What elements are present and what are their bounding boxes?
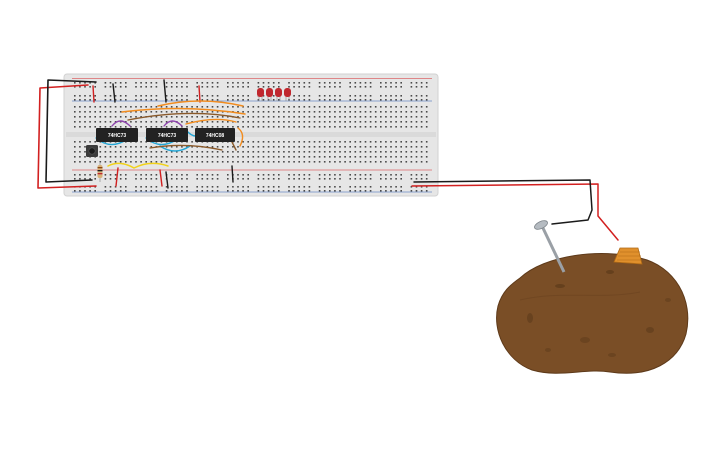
wire-orange-arc-1[interactable]	[157, 100, 244, 107]
wire-brown-arc[interactable]	[127, 112, 241, 121]
wire-red-to-copper[interactable]	[411, 183, 619, 241]
ic-chips: 74HC73 74HC73 74HC08	[96, 128, 235, 142]
wire-red-bottom[interactable]	[115, 167, 119, 187]
wire-brown-hook[interactable]	[231, 141, 237, 151]
wire-red-top-2[interactable]	[198, 85, 201, 103]
wire-purple-1[interactable]	[111, 120, 131, 127]
wire-red-bottom-2[interactable]	[159, 169, 163, 187]
wire-red-left[interactable]	[37, 84, 97, 189]
led-4[interactable]	[284, 88, 291, 101]
wire-orange-arc-2[interactable]	[121, 107, 246, 115]
wire-black-left[interactable]	[45, 79, 97, 183]
wire-blue-4[interactable]	[159, 145, 191, 152]
wire-black-bottom-2[interactable]	[231, 165, 234, 183]
ic-chip-2[interactable]: 74HC73	[146, 128, 188, 142]
resistor[interactable]	[97, 162, 103, 182]
wire-red-top[interactable]	[92, 85, 95, 103]
ic-chip-2-label: 74HC73	[158, 133, 177, 139]
wire-orange-arc-3[interactable]	[185, 118, 237, 125]
wire-yellow[interactable]	[107, 162, 169, 169]
led-3[interactable]	[275, 88, 282, 101]
pushbutton[interactable]	[86, 145, 98, 157]
wire-black-top[interactable]	[112, 83, 116, 103]
led-1[interactable]	[257, 88, 264, 101]
wire-orange-hook[interactable]	[237, 127, 244, 147]
potato-battery[interactable]	[496, 219, 689, 374]
ic-chip-1-label: 74HC73	[108, 133, 127, 139]
wire-black-top-2[interactable]	[163, 79, 167, 103]
wire-purple-2[interactable]	[163, 120, 183, 127]
wire-black-bottom[interactable]	[165, 171, 169, 189]
ic-chip-3-label: 74HC08	[206, 133, 225, 139]
copper-electrode[interactable]	[613, 247, 643, 265]
wire-brown-lower[interactable]	[149, 144, 223, 151]
leds	[257, 88, 291, 101]
potato	[496, 253, 689, 374]
wires	[37, 79, 619, 241]
ic-chip-1[interactable]: 74HC73	[96, 128, 138, 142]
ic-chip-3[interactable]: 74HC08	[195, 128, 235, 142]
center-channel	[66, 132, 436, 137]
wire-black-to-nail[interactable]	[413, 179, 593, 225]
led-2[interactable]	[266, 88, 273, 101]
galvanized-nail[interactable]	[533, 219, 566, 273]
